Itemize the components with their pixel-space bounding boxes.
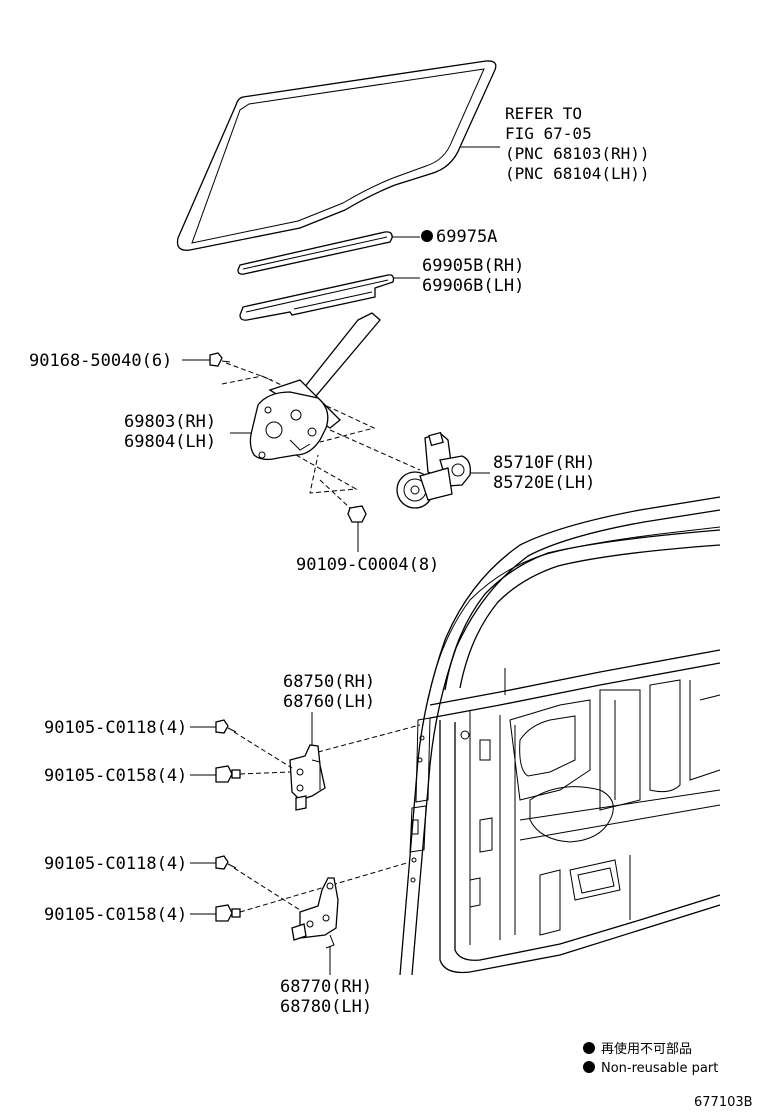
label-90109-c0004: 90109-C0004(8) [296, 555, 439, 575]
motor-bolt-icon [347, 505, 367, 523]
label-68760: 68760(LH) [283, 692, 375, 712]
label-upper-90105-c0118: 90105-C0118(4) [44, 718, 187, 738]
dashed-motorbolt-path [319, 479, 351, 509]
dashed-upper-bolt-b-path [239, 771, 291, 775]
refer-line-1: REFER TO [505, 104, 582, 123]
label-85710f: 85710F(RH) [493, 453, 595, 473]
window-regulator[interactable] [221, 312, 381, 494]
label-upper-90105-c0158: 90105-C0158(4) [44, 766, 187, 786]
label-69905b: 69905B(RH) [422, 256, 524, 276]
lower-door-hinge[interactable] [291, 877, 339, 949]
label-69804: 69804(LH) [124, 432, 216, 452]
refer-line-4: (PNC 68104(LH)) [505, 164, 650, 183]
label-68780: 68780(LH) [280, 997, 372, 1017]
lower-hinge-bolt-large-icon [215, 904, 241, 922]
legend-dot-jp [583, 1042, 595, 1054]
figure-id: 677103B [694, 1095, 753, 1110]
non-reusable-dot [421, 230, 433, 242]
legend-dot-en [583, 1061, 595, 1073]
outer-weatherstrip[interactable] [237, 231, 393, 275]
legend: 再使用不可部品 Non-reusable part [583, 1041, 718, 1076]
label-68770: 68770(RH) [280, 977, 372, 997]
regulator-motor[interactable] [396, 431, 471, 509]
label-69975a: 69975A [436, 227, 497, 247]
upper-door-hinge[interactable] [289, 744, 326, 811]
lower-hinge-bolt-small-icon [215, 855, 237, 870]
label-68750: 68750(RH) [283, 672, 375, 692]
refer-line-3: (PNC 68103(RH)) [505, 144, 650, 163]
dashed-upper-bolt-a-path [233, 731, 293, 769]
dashed-lower-bolt-a-path [233, 867, 301, 911]
label-90168-50040: 90168-50040(6) [29, 351, 172, 371]
dashed-motor-path [329, 429, 421, 471]
door-panel [399, 496, 721, 976]
label-69906b: 69906B(LH) [422, 276, 524, 296]
label-lower-90105-c0158: 90105-C0158(4) [44, 905, 187, 925]
upper-hinge-bolt-small-icon [215, 719, 237, 734]
label-69803: 69803(RH) [124, 412, 216, 432]
refer-line-2: FIG 67-05 [505, 124, 592, 143]
label-85720e: 85720E(LH) [493, 473, 595, 493]
label-lower-90105-c0118: 90105-C0118(4) [44, 854, 187, 874]
regulator-bolt-icon [209, 352, 231, 367]
legend-text-en: Non-reusable part [601, 1061, 718, 1076]
door-glass[interactable] [176, 60, 497, 251]
dashed-upper-hinge-path [317, 724, 421, 753]
inner-weatherstrip[interactable] [239, 274, 395, 321]
upper-hinge-bolt-large-icon [215, 765, 241, 783]
legend-text-jp: 再使用不可部品 [601, 1041, 692, 1057]
